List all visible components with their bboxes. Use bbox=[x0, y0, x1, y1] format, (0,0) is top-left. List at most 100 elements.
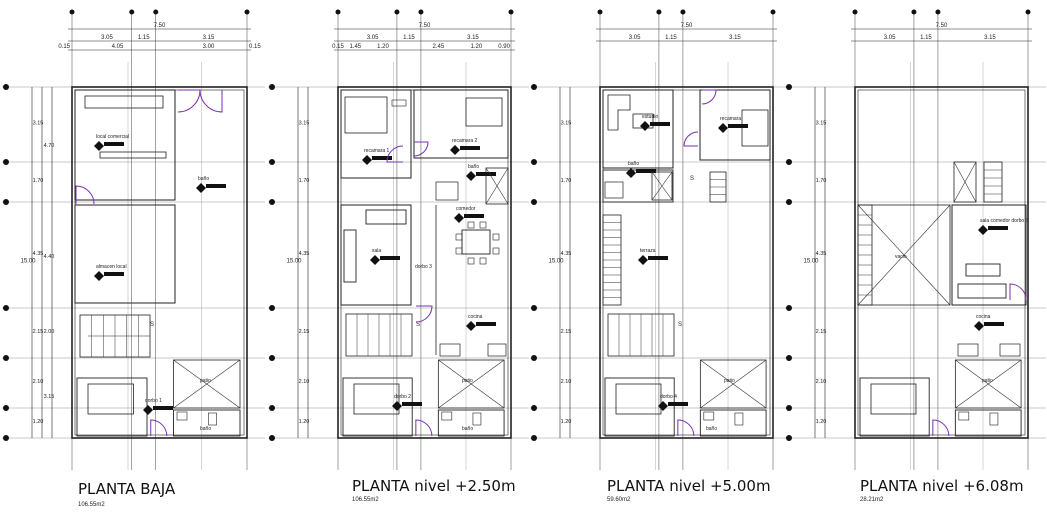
dimension-label: 2.10 bbox=[561, 379, 572, 385]
grid-axis-marker bbox=[597, 9, 603, 15]
dimension-label: 4.35 bbox=[816, 251, 827, 257]
dining-table bbox=[461, 229, 491, 255]
grid-axis-marker bbox=[394, 9, 400, 15]
exterior-wall-inner bbox=[857, 89, 1026, 436]
grid-axis-marker bbox=[269, 84, 275, 90]
plan-area-level-2-50: 106.55m2 bbox=[352, 497, 379, 503]
grid-axis-marker bbox=[269, 159, 275, 165]
dimension-label: 1.20 bbox=[299, 419, 310, 425]
room-label-estudio: estudio bbox=[640, 114, 670, 131]
stair-direction-mark: S bbox=[150, 322, 154, 328]
room-label-almacen: almacen local bbox=[94, 264, 127, 281]
sofa bbox=[965, 263, 1001, 277]
dimension-label: 1.70 bbox=[33, 178, 44, 184]
shower bbox=[485, 167, 509, 205]
stair-direction-mark: S bbox=[690, 176, 694, 182]
bathroom-upper bbox=[602, 169, 674, 203]
svg-text:sala comedor dorbo 5: sala comedor dorbo 5 bbox=[980, 218, 1029, 224]
room-label-dorbo-2: dorbo 2 bbox=[392, 394, 422, 411]
grid-axis-marker bbox=[269, 305, 275, 311]
chair bbox=[479, 221, 487, 229]
svg-text:comedor: comedor bbox=[456, 206, 476, 212]
grid-axis-marker bbox=[770, 9, 776, 15]
svg-text:cocina: cocina bbox=[468, 314, 483, 320]
grid-axis-marker bbox=[3, 159, 9, 165]
dimension-label: 1.70 bbox=[816, 178, 827, 184]
dimension-label: 0.90 bbox=[498, 44, 510, 50]
toilet bbox=[208, 412, 217, 426]
room-label-bano: baño bbox=[196, 176, 226, 193]
room-label-recamara-2: recamara 2 bbox=[450, 138, 480, 155]
dimension-total-width: 7.50 bbox=[936, 23, 948, 29]
grid-axis-marker bbox=[269, 405, 275, 411]
room-label-cocina: cocina bbox=[974, 314, 1004, 331]
room-label-bano: baño bbox=[626, 161, 656, 178]
dimension-label: 1.70 bbox=[561, 178, 572, 184]
svg-text:baño: baño bbox=[628, 161, 639, 167]
door-swing bbox=[413, 141, 429, 157]
washbasin bbox=[604, 181, 624, 199]
dimension-label: 2.15 bbox=[816, 329, 827, 335]
svg-text:terraza: terraza bbox=[640, 248, 656, 254]
dimension-label: 1.20 bbox=[561, 419, 572, 425]
door-swing bbox=[75, 185, 95, 205]
dimension-label: 3.05 bbox=[629, 35, 641, 41]
exterior-wall bbox=[337, 86, 512, 439]
room-label-comedor: comedor bbox=[454, 206, 484, 223]
svg-text:baño: baño bbox=[198, 176, 209, 182]
grid-axis-marker bbox=[852, 9, 858, 15]
grid-axis-marker bbox=[911, 9, 917, 15]
grid-axis-marker bbox=[3, 405, 9, 411]
dimension-total-height: 15.00 bbox=[803, 259, 819, 265]
door-swing bbox=[177, 89, 201, 113]
bed bbox=[344, 96, 388, 134]
dimension-label: 2.10 bbox=[816, 379, 827, 385]
dimension-label: 2.10 bbox=[299, 379, 310, 385]
dimension-label: 2.15 bbox=[561, 329, 572, 335]
room-label-terraza: terraza bbox=[638, 248, 668, 265]
grid-axis-marker bbox=[3, 435, 9, 441]
svg-text:estudio: estudio bbox=[642, 114, 658, 120]
washbasin bbox=[435, 181, 459, 201]
door-swing bbox=[386, 145, 404, 163]
toilet bbox=[472, 412, 482, 426]
chair bbox=[467, 257, 475, 265]
washbasin bbox=[958, 411, 970, 421]
plan-title-level-6-08: PLANTA nivel +6.08m bbox=[860, 477, 1024, 495]
spiral-stair bbox=[709, 171, 727, 203]
sink bbox=[487, 343, 507, 357]
bed bbox=[465, 97, 503, 127]
grid-axis-marker bbox=[656, 9, 662, 15]
grid-axis-marker bbox=[531, 355, 537, 361]
dimension-label: 3.15 bbox=[467, 35, 479, 41]
almacen-room bbox=[74, 204, 176, 304]
dimension-label: 1.20 bbox=[816, 419, 827, 425]
svg-text:recamara 2: recamara 2 bbox=[452, 138, 478, 144]
shelf bbox=[99, 151, 167, 159]
patio-void bbox=[699, 359, 767, 409]
grid-axis-marker bbox=[680, 9, 686, 15]
bedroom-lower bbox=[76, 377, 148, 437]
grid-axis-marker bbox=[508, 9, 514, 15]
dimension-label: 3.05 bbox=[884, 35, 896, 41]
chair bbox=[455, 233, 463, 241]
sofa bbox=[957, 283, 1007, 299]
grid-axis-marker bbox=[935, 9, 941, 15]
chair bbox=[492, 233, 500, 241]
dimension-label: 0.15 bbox=[58, 44, 70, 50]
door-swing bbox=[199, 89, 223, 113]
grid-axis-marker bbox=[3, 199, 9, 205]
grid-axis-marker bbox=[786, 435, 792, 441]
room-label-patio: patio bbox=[200, 378, 211, 384]
dimension-label: 1.20 bbox=[33, 419, 44, 425]
svg-text:cocina: cocina bbox=[976, 314, 991, 320]
nightstand bbox=[391, 99, 407, 107]
room-label-recamara: recamara bbox=[718, 116, 748, 133]
exterior-wall-inner bbox=[602, 89, 771, 436]
washbasin bbox=[703, 411, 715, 421]
svg-text:dorbo 2: dorbo 2 bbox=[394, 394, 411, 400]
